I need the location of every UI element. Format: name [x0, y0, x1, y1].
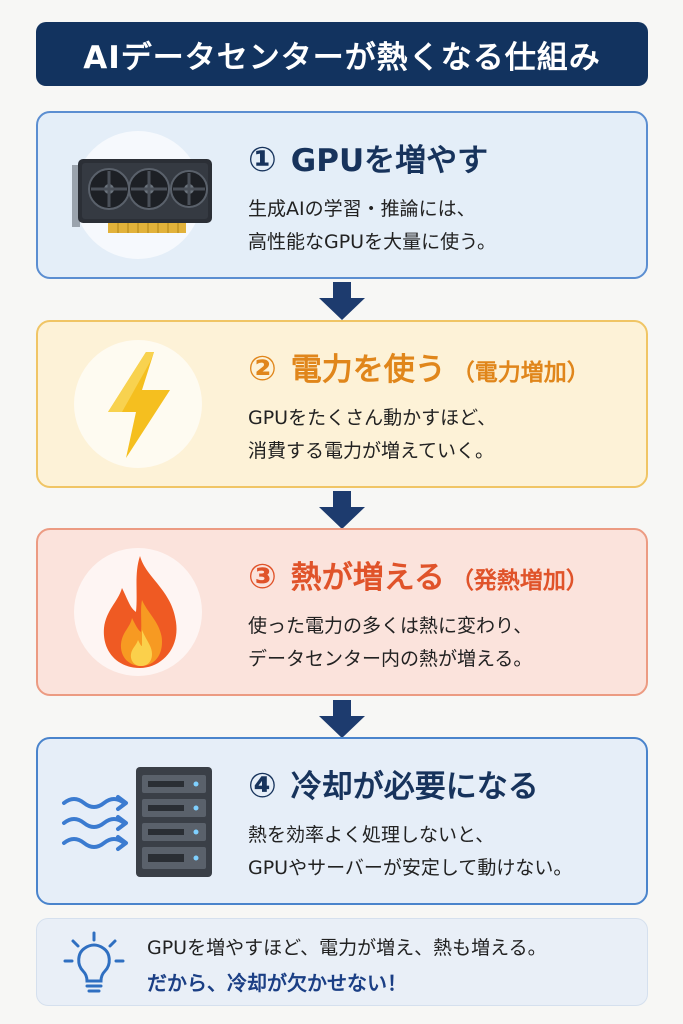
step-4-line-2: GPUやサーバーが安定して動けない。 [248, 857, 573, 879]
step-1-title: GPUを増やす [290, 143, 489, 179]
down-arrow-icon [319, 282, 365, 320]
step-1-description: 生成AIの学習・推論には、 高性能なGPUを大量に使う。 [248, 193, 638, 259]
lightning-icon [108, 352, 170, 458]
step-3-line-2: データセンター内の熱が増える。 [248, 648, 533, 670]
title-banner: AIデータセンターが熱くなる仕組み [36, 22, 648, 86]
step-3-description: 使った電力の多くは熱に変わり、 データセンター内の熱が増える。 [248, 610, 638, 676]
step-3-title: 熱が増える [290, 560, 445, 596]
step-4-number: ④ [248, 766, 277, 806]
step-3-subtitle: （発熱増加） [450, 568, 589, 594]
step-3-line-1: 使った電力の多くは熱に変わり、 [248, 615, 533, 637]
server-cooling-icon [62, 767, 212, 877]
step-2-subtitle: （電力増加） [451, 360, 590, 386]
step-2-line-2: 消費する電力が増えていく。 [248, 440, 495, 462]
step-1-card: ① GPUを増やす 生成AIの学習・推論には、 高性能なGPUを大量に使う。 [36, 111, 648, 279]
lightbulb-icon [63, 931, 125, 993]
step-4-heading: ④ 冷却が必要になる [248, 761, 539, 806]
step-1-heading: ① GPUを増やす [248, 135, 488, 180]
page-title: AIデータセンターが熱くなる仕組み [83, 39, 601, 76]
step-2-title: 電力を使う [290, 352, 446, 388]
step-1-number: ① [248, 140, 277, 180]
step-4-line-1: 熱を効率よく処理しないと、 [248, 824, 495, 846]
step-4-card: ④ 冷却が必要になる 熱を効率よく処理しないと、 GPUやサーバーが安定して動け… [36, 737, 648, 905]
step-4-title: 冷却が必要になる [290, 769, 539, 805]
gpu-card-icon [72, 159, 212, 233]
summary-box: GPUを増やすほど、電力が増え、熱も増える。 だから、冷却が欠かせない！ [36, 918, 648, 1006]
step-3-card: ③ 熱が増える （発熱増加） 使った電力の多くは熱に変わり、 データセンター内の… [36, 528, 648, 696]
step-2-line-1: GPUをたくさん動かすほど、 [248, 407, 497, 429]
down-arrow-icon [319, 700, 365, 738]
step-2-card: ② 電力を使う （電力増加） GPUをたくさん動かすほど、 消費する電力が増えて… [36, 320, 648, 488]
step-2-number: ② [248, 349, 277, 389]
flame-icon [103, 556, 177, 668]
step-1-line-2: 高性能なGPUを大量に使う。 [248, 231, 496, 253]
step-2-heading: ② 電力を使う （電力増加） [248, 344, 590, 389]
summary-text-2: だから、冷却が欠かせない！ [147, 971, 407, 995]
summary-text-1: GPUを増やすほど、電力が増え、熱も増える。 [147, 937, 547, 959]
step-2-description: GPUをたくさん動かすほど、 消費する電力が増えていく。 [248, 402, 638, 468]
step-3-number: ③ [248, 557, 277, 597]
step-4-description: 熱を効率よく処理しないと、 GPUやサーバーが安定して動けない。 [248, 819, 638, 885]
step-1-line-1: 生成AIの学習・推論には、 [248, 198, 476, 220]
step-3-heading: ③ 熱が増える （発熱増加） [248, 552, 589, 597]
down-arrow-icon [319, 491, 365, 529]
